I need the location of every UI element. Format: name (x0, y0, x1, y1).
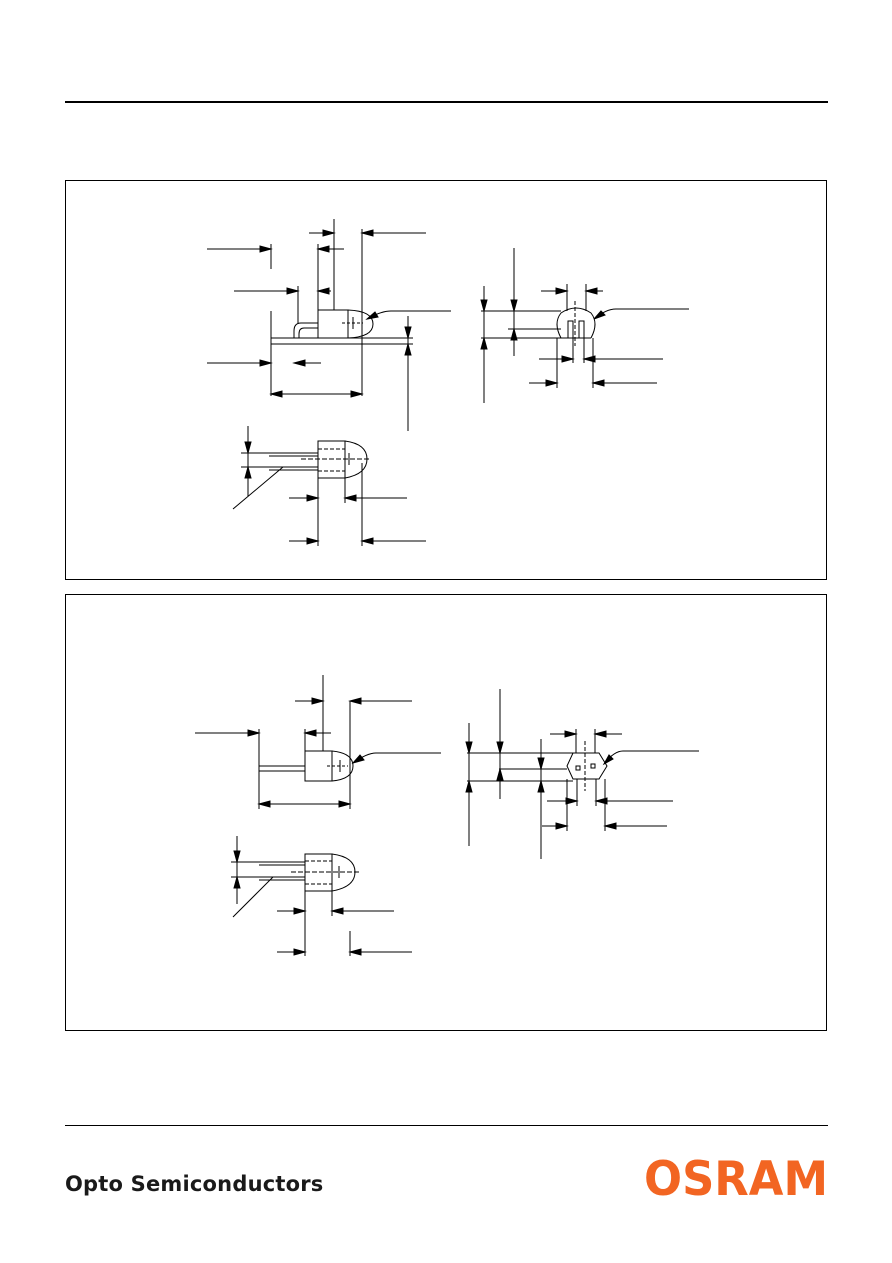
company-division-text: Opto Semiconductors (65, 1172, 324, 1196)
side-view (195, 675, 441, 809)
top-view (231, 836, 412, 956)
package-drawing-2 (195, 675, 699, 956)
top-view (232, 426, 426, 546)
front-view (480, 248, 689, 403)
side-view (207, 219, 451, 431)
osram-logo-text: OSRAM (644, 1152, 828, 1202)
osram-logo: OSRAM (644, 1152, 828, 1202)
header-rule (65, 101, 828, 103)
package-drawing-panel-2 (65, 594, 827, 1031)
front-view (465, 689, 699, 859)
footer-rule (65, 1125, 828, 1126)
package-drawing-1 (207, 219, 689, 546)
package-drawing-panel-1 (65, 180, 827, 580)
